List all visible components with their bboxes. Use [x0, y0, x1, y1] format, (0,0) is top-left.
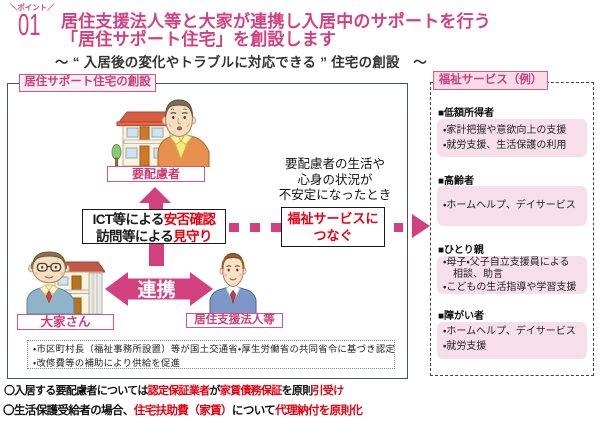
- svg-text:連携: 連携: [137, 278, 175, 301]
